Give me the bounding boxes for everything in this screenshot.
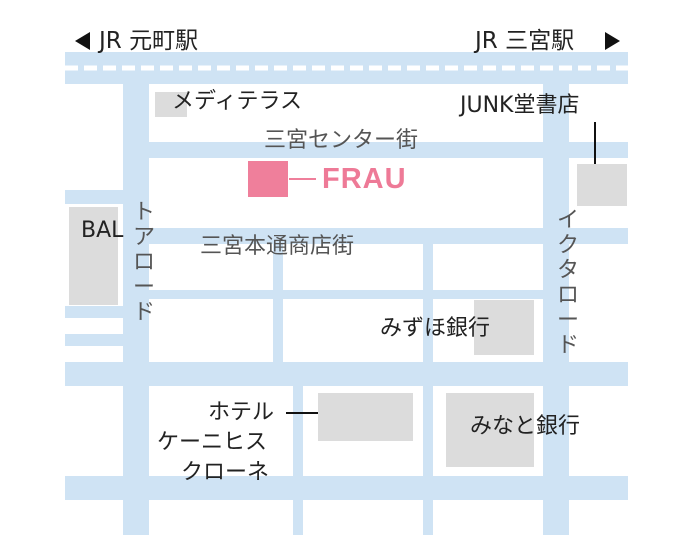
center-gai-label: 三宮センター街 bbox=[264, 128, 419, 153]
minato-label: みなと銀行 bbox=[470, 414, 581, 439]
hotel-label-2: ケーニヒス bbox=[157, 430, 268, 455]
station-motomachi-label: JR 元町駅 bbox=[99, 28, 199, 54]
main-road-lower bbox=[65, 362, 628, 386]
junk-building bbox=[577, 164, 627, 206]
hotel-label-3: クローネ bbox=[181, 460, 270, 485]
arrow-right-icon bbox=[605, 32, 620, 50]
small-road-2 bbox=[273, 244, 283, 362]
bal-label: BAL bbox=[81, 218, 124, 243]
mizuho-label: みずほ銀行 bbox=[380, 316, 491, 341]
minato-building bbox=[446, 393, 534, 467]
mizuho-building bbox=[474, 300, 534, 355]
small-road-3 bbox=[423, 244, 433, 535]
left-road-2 bbox=[65, 306, 125, 318]
hotel-label-1: ホテル bbox=[208, 400, 275, 425]
mediterrace-building bbox=[155, 92, 187, 117]
hotel-building bbox=[318, 393, 413, 441]
small-road-4 bbox=[293, 386, 303, 535]
station-sannomiya-label: JR 三宮駅 bbox=[475, 28, 575, 54]
ikuta-road-label: イクタロード bbox=[556, 208, 579, 358]
left-road-3 bbox=[65, 334, 125, 346]
mediterrace-label: メディテラス bbox=[172, 89, 303, 114]
frau-shop-marker bbox=[248, 161, 288, 197]
junk-label: JUNK堂書店 bbox=[460, 93, 580, 118]
ikuta-road bbox=[543, 80, 569, 535]
small-road-1 bbox=[148, 290, 543, 299]
left-road-1 bbox=[65, 190, 125, 204]
bal-building bbox=[69, 207, 118, 305]
arrow-left-icon bbox=[75, 32, 90, 50]
railway-road bbox=[65, 52, 628, 84]
tor-road-label: トアロード bbox=[132, 200, 155, 325]
center-gai-road bbox=[123, 142, 628, 158]
tor-road bbox=[123, 80, 149, 535]
honto-road bbox=[123, 228, 628, 244]
honto-label: 三宮本通商店街 bbox=[200, 234, 355, 259]
frau-shop-label: FRAU bbox=[322, 163, 407, 195]
bottom-road bbox=[65, 476, 628, 500]
